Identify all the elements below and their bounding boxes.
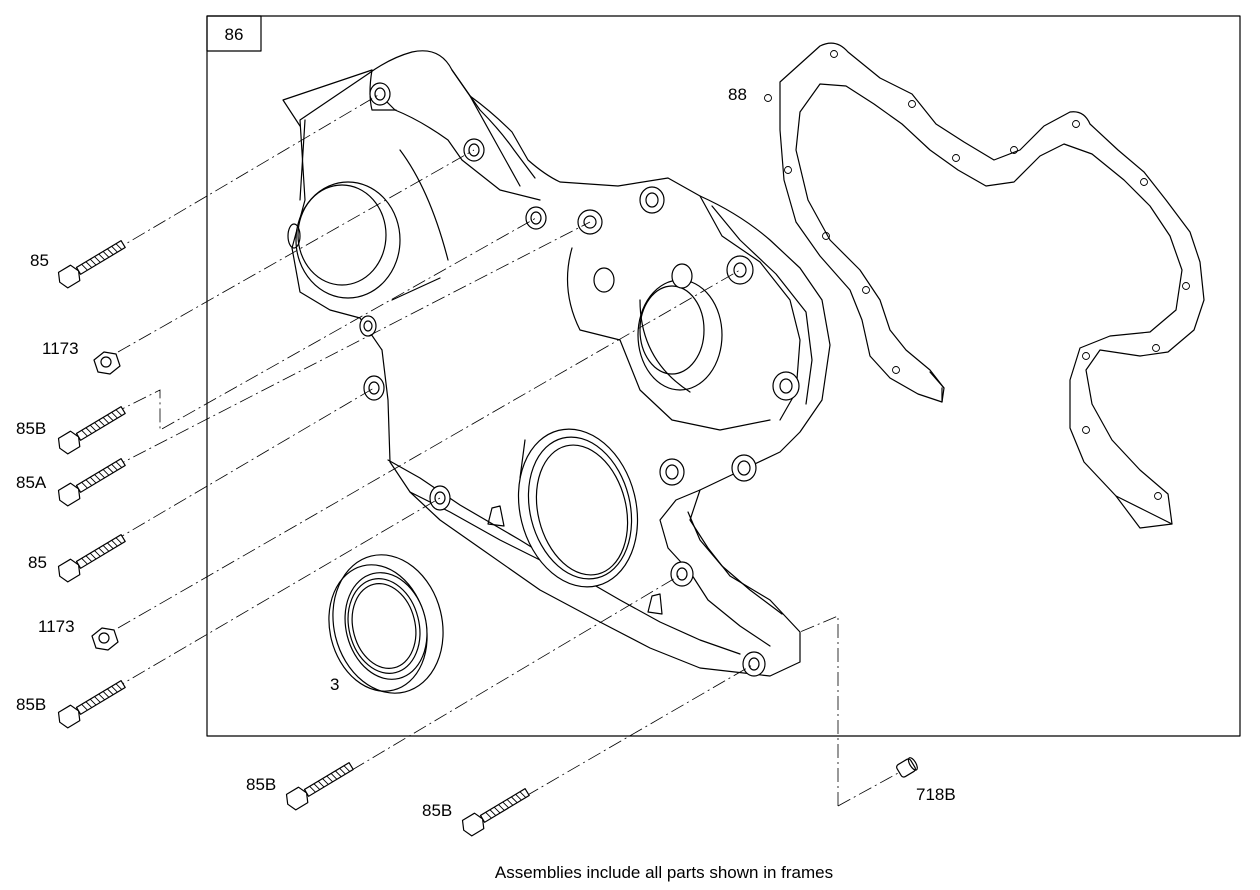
label-nut-1173-top: 1173 xyxy=(42,339,79,358)
bolt-85b-1 xyxy=(57,406,126,455)
oil-seal xyxy=(328,554,444,694)
bolt-boss xyxy=(369,69,397,111)
label-bolt-85b-3: 85B xyxy=(246,775,276,794)
assembly-label-box xyxy=(206,15,262,52)
label-bolt-85b-2: 85B xyxy=(16,695,46,714)
label-bolt-85b-4: 85B xyxy=(422,801,452,820)
leader-lines xyxy=(111,93,901,807)
bolt-85b-3 xyxy=(285,762,354,811)
label-seal-3: 3 xyxy=(330,675,339,694)
bolt-85a xyxy=(57,458,126,507)
nut-1173-top xyxy=(93,351,121,375)
dowel-718b xyxy=(896,757,918,778)
caption: Assemblies include all parts shown in fr… xyxy=(495,863,833,882)
gasket-holes xyxy=(764,50,1190,500)
assembly-label: 86 xyxy=(225,25,244,44)
label-bolt-85b-1: 85B xyxy=(16,419,46,438)
bolt-85b-2 xyxy=(57,680,126,729)
label-nut-1173-bottom: 1173 xyxy=(38,617,75,636)
bolt-85-top xyxy=(57,240,126,289)
label-dowel-718b: 718B xyxy=(916,785,956,804)
timing-cover xyxy=(282,50,831,677)
label-bolt-85-mid: 85 xyxy=(28,553,47,572)
nut-1173-bottom xyxy=(91,627,119,651)
assembly-frame xyxy=(206,15,1241,737)
bolt-85b-4 xyxy=(461,788,530,837)
label-bolt-85-top: 85 xyxy=(30,251,49,270)
label-bolt-85a: 85A xyxy=(16,473,47,492)
label-gasket-88: 88 xyxy=(728,85,747,104)
bolt-85-mid xyxy=(57,534,126,583)
gasket xyxy=(764,42,1205,529)
